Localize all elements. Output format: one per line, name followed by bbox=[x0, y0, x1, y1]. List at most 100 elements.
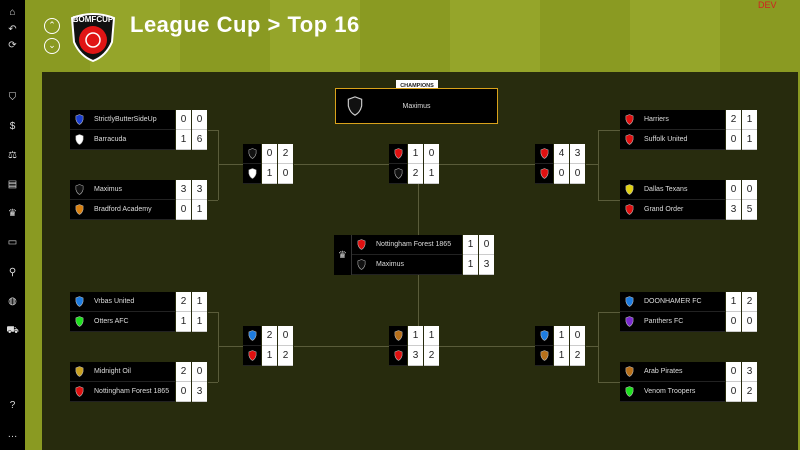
search-icon[interactable]: ⚲ bbox=[8, 267, 17, 278]
match-team-row[interactable]: 0 0 bbox=[535, 164, 585, 184]
team-shield-icon bbox=[389, 168, 407, 179]
team-name: Nottingham Forest 1865 bbox=[376, 241, 452, 248]
bracket-connector bbox=[218, 164, 243, 165]
trophy-icon[interactable]: ♛ bbox=[8, 208, 17, 219]
scroll-down-button[interactable]: ⌄ bbox=[44, 38, 60, 54]
match-team-row[interactable]: 1 0 bbox=[243, 164, 293, 184]
match-team-row[interactable]: 0 2 bbox=[243, 144, 293, 164]
match-team-row[interactable]: 1 2 bbox=[535, 346, 585, 366]
match[interactable]: 1 0 2 1 bbox=[389, 144, 439, 184]
team-shield-icon bbox=[535, 350, 553, 361]
match[interactable]: DOONHAMER FC 1 2 Panthers FC 0 0 bbox=[620, 292, 757, 332]
match[interactable]: Midnight Oil 2 0 Nottingham Forest 1865 … bbox=[70, 362, 207, 402]
match-team-row[interactable]: 3 2 bbox=[389, 346, 439, 366]
leg2-score: 0 bbox=[192, 362, 207, 382]
match-team-row[interactable]: Nottingham Forest 1865 0 3 bbox=[70, 382, 207, 402]
match[interactable]: Vrbas United 2 1 Otters AFC 1 1 bbox=[70, 292, 207, 332]
scroll-up-button[interactable]: ⌃ bbox=[44, 18, 60, 34]
match-team-row[interactable]: Vrbas United 2 1 bbox=[70, 292, 207, 312]
match[interactable]: ♛ Nottingham Forest 1865 1 0 Maximus 1 3 bbox=[334, 235, 494, 275]
match[interactable]: 2 0 1 2 bbox=[243, 326, 293, 366]
team-name: Arab Pirates bbox=[644, 368, 683, 375]
match-team-row[interactable]: Suffolk United 0 1 bbox=[620, 130, 757, 150]
bracket-connector bbox=[208, 312, 218, 313]
leg2-score: 0 bbox=[278, 326, 293, 346]
leg2-score: 1 bbox=[742, 110, 757, 130]
match-team-row[interactable]: Grand Order 3 5 bbox=[620, 200, 757, 220]
finances-icon[interactable]: $ bbox=[9, 121, 16, 132]
match-team-row[interactable]: 1 0 bbox=[535, 326, 585, 346]
champion-name: Maximus bbox=[402, 102, 431, 110]
match-team-row[interactable]: 2 0 bbox=[243, 326, 293, 346]
match-team-row[interactable]: Nottingham Forest 1865 1 0 bbox=[352, 235, 494, 255]
match[interactable]: 1 0 1 2 bbox=[535, 326, 585, 366]
svg-text:BOMFCUP: BOMFCUP bbox=[73, 15, 114, 24]
calendar-icon[interactable]: ▭ bbox=[7, 237, 18, 248]
bracket-connector bbox=[598, 130, 620, 131]
bracket-connector bbox=[418, 184, 419, 235]
team-shield-icon bbox=[620, 386, 638, 397]
tactics-icon[interactable]: ▤ bbox=[7, 179, 18, 190]
back-icon[interactable]: ↶ bbox=[8, 24, 17, 35]
team-shield-icon bbox=[620, 204, 638, 215]
match-team-row[interactable]: Venom Troopers 0 2 bbox=[620, 382, 757, 402]
leg2-score: 1 bbox=[192, 292, 207, 312]
leg1-score: 1 bbox=[262, 164, 277, 184]
world-icon[interactable]: ◍ bbox=[8, 296, 17, 307]
match-team-row[interactable]: Arab Pirates 0 3 bbox=[620, 362, 757, 382]
help-icon[interactable]: ? bbox=[9, 400, 16, 411]
team-shield-icon bbox=[243, 168, 261, 179]
leg2-score: 0 bbox=[192, 110, 207, 130]
home-icon[interactable]: ⌂ bbox=[9, 7, 16, 18]
leg1-score: 0 bbox=[554, 164, 569, 184]
leg1-score: 2 bbox=[726, 110, 741, 130]
bracket-connector bbox=[598, 312, 620, 313]
leg1-score: 0 bbox=[726, 180, 741, 200]
match-team-row[interactable]: Otters AFC 1 1 bbox=[70, 312, 207, 332]
match[interactable]: Arab Pirates 0 3 Venom Troopers 0 2 bbox=[620, 362, 757, 402]
match-team-row[interactable]: Midnight Oil 2 0 bbox=[70, 362, 207, 382]
leg2-score: 2 bbox=[742, 292, 757, 312]
match-team-row[interactable]: 1 2 bbox=[243, 346, 293, 366]
match-team-row[interactable]: 4 3 bbox=[535, 144, 585, 164]
match-team-row[interactable]: 1 1 bbox=[389, 326, 439, 346]
leg2-score: 3 bbox=[742, 362, 757, 382]
match-team-row[interactable]: 1 0 bbox=[389, 144, 439, 164]
match-team-row[interactable]: Dallas Texans 0 0 bbox=[620, 180, 757, 200]
more-icon[interactable]: … bbox=[7, 429, 18, 440]
leg1-score: 0 bbox=[726, 382, 741, 402]
team-name: Vrbas United bbox=[94, 298, 135, 305]
leg1-score: 1 bbox=[408, 326, 423, 346]
leg1-score: 4 bbox=[554, 144, 569, 164]
match[interactable]: 1 1 3 2 bbox=[389, 326, 439, 366]
match-team-row[interactable]: Bradford Academy 0 1 bbox=[70, 200, 207, 220]
leg2-score: 1 bbox=[742, 130, 757, 150]
match[interactable]: StrictlyButterSideUp 0 0 Barracuda 1 6 bbox=[70, 110, 207, 150]
match-team-row[interactable]: Panthers FC 0 0 bbox=[620, 312, 757, 332]
match[interactable]: Dallas Texans 0 0 Grand Order 3 5 bbox=[620, 180, 757, 220]
match-team-row[interactable]: StrictlyButterSideUp 0 0 bbox=[70, 110, 207, 130]
trophy-icon: ♛ bbox=[334, 235, 352, 275]
leg2-score: 3 bbox=[479, 255, 494, 275]
leg2-score: 2 bbox=[278, 144, 293, 164]
refresh-icon[interactable]: ⟳ bbox=[8, 40, 17, 51]
match-team-row[interactable]: DOONHAMER FC 1 2 bbox=[620, 292, 757, 312]
match-team-row[interactable]: Maximus 1 3 bbox=[352, 255, 494, 275]
bracket-connector bbox=[294, 346, 389, 347]
match[interactable]: Maximus 3 3 Bradford Academy 0 1 bbox=[70, 180, 207, 220]
match[interactable]: Harriers 2 1 Suffolk United 0 1 bbox=[620, 110, 757, 150]
match[interactable]: 4 3 0 0 bbox=[535, 144, 585, 184]
match-team-row[interactable]: Harriers 2 1 bbox=[620, 110, 757, 130]
shop-icon[interactable]: ⛟ bbox=[6, 325, 19, 336]
bracket-connector bbox=[208, 200, 218, 201]
bracket-connector bbox=[208, 130, 218, 131]
match-team-row[interactable]: Barracuda 1 6 bbox=[70, 130, 207, 150]
club-icon[interactable]: ⛉ bbox=[8, 92, 17, 103]
leg2-score: 5 bbox=[742, 200, 757, 220]
training-icon[interactable]: ⚖ bbox=[8, 150, 17, 161]
match[interactable]: 0 2 1 0 bbox=[243, 144, 293, 184]
match-team-row[interactable]: Maximus 3 3 bbox=[70, 180, 207, 200]
champions-box[interactable]: Maximus bbox=[335, 88, 498, 124]
team-shield-icon bbox=[620, 114, 638, 125]
match-team-row[interactable]: 2 1 bbox=[389, 164, 439, 184]
